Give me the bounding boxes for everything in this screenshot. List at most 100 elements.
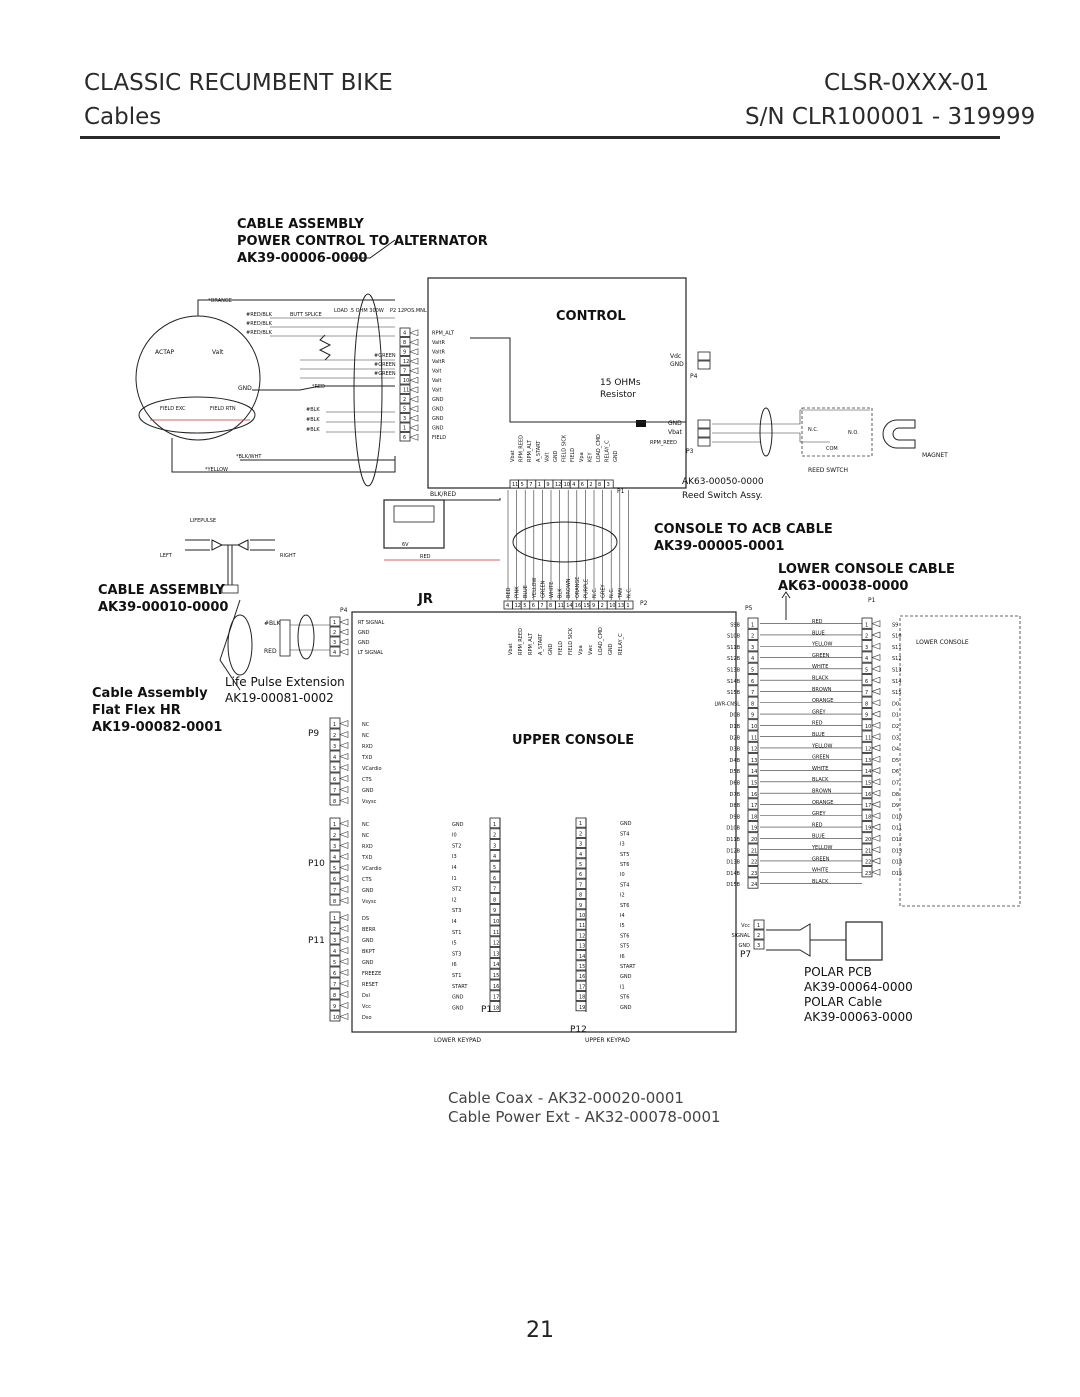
acb-wire-color: WHITE [549,582,555,598]
life-pulse-ext-label: Life Pulse Extension [225,675,345,689]
pin-signal-label: BERR [362,927,376,933]
pin-number: 15 [579,964,585,970]
lower-console-label: LOWER CONSOLE [916,639,969,646]
pin-signal-label: S9B [730,622,740,628]
pin-number: 13 [579,944,585,950]
pin-arrow [339,886,349,893]
acb-wire-color: N.C. [626,587,632,598]
p2-pin-number: 15 [583,603,589,609]
connector-pin [329,839,341,851]
connector-pin [399,327,411,337]
wire-label: #RED/BLK [246,312,273,318]
pin-arrow [339,864,349,871]
connector-pin [329,626,341,637]
connector-pin [329,977,341,989]
connector-pin [747,866,759,878]
reed-switch-label: REED SWTCH [808,467,848,474]
pin-signal-label: D2B [730,735,741,741]
connector-pin [399,403,411,413]
pin-number: 3 [333,744,336,750]
pin-signal-label: S9 [892,622,898,628]
pin-signal-label: D2 [892,724,899,730]
pin-signal-label: D13 [892,848,902,854]
alternator-bundle-c [326,411,395,433]
pin-number: 3 [865,645,868,651]
pin-number: 17 [493,995,499,1001]
p1-pin-number: 3 [607,482,610,488]
pin-number: 12 [751,747,757,753]
pin-number: 3 [333,640,336,646]
reed-part-number: AK63-00050-0000 [682,477,764,487]
lower-wire-color: ORANGE [812,698,833,704]
pin-number: 2 [493,833,496,839]
pin-number: 1 [751,622,754,628]
pin-number: 7 [579,882,582,888]
pin-arrow [871,733,881,741]
pin-number: 12 [403,359,409,365]
pin-arrow [339,628,349,636]
connector-pin [399,413,411,423]
pin-number: 3 [403,416,406,422]
acb-wire-color: TAN [618,588,624,599]
pin-signal-label: D3 [892,735,899,741]
pin-number: 9 [751,713,754,719]
pin-number: 1 [493,822,496,828]
pin-arrow [339,969,349,976]
pin-signal-label: ST2 [452,843,461,849]
pin-number: 16 [751,792,757,798]
connector-pin [329,636,341,647]
connector-pin [329,828,341,840]
polar-cable-label: POLAR Cable [804,995,882,1009]
pin-signal-label: RPM_ALT [432,331,455,337]
wire-label: #GREEN [374,362,396,368]
pin-signal-label: D10 [892,814,902,820]
wire-label: #BLK [306,417,320,423]
lower-wire-color: GREY [812,709,827,715]
lower-wire-color: BLUE [812,630,825,636]
pin-signal-label: S13 [892,668,902,674]
pin-signal-label: S14B [727,679,741,685]
p2-pin-number: 12 [515,603,521,609]
p1-pin-number: 5 [521,482,524,488]
polar-pcb-box [845,921,883,961]
connector-pin [861,843,873,855]
p4-uc-label: P4 [340,607,348,614]
pin-arrow [409,424,419,432]
pin-signal-label: ValtR [432,350,445,356]
lower-wire-color: WHITE [812,868,828,874]
lower-wire-color: BLUE [812,834,825,840]
pin-arrow [339,842,349,849]
pin-arrow [409,357,419,365]
pin-signal-label: Valt [432,378,441,384]
field-exc-label: FIELD EXC [160,406,186,412]
lower-wire-color: RED [812,721,823,727]
pin-signal-label: CTS [362,777,372,783]
uc-signal-label: RELAY_C [618,633,624,655]
pin-arrow [339,875,349,882]
lower-wire-color: WHITE [812,664,828,670]
lower-keypad-label: LOWER KEYPAD [434,1037,481,1044]
pin-signal-label: D5 [892,758,899,764]
pin-number: 3 [751,645,754,651]
pin-number: 2 [403,397,406,403]
right-grip-label: RIGHT [280,553,297,559]
lower-wire-color: GREEN [812,856,830,862]
field-rtn-label: FIELD RTN [210,406,236,412]
pin-number: 19 [751,826,757,832]
connector-pin [861,741,873,753]
connector-pin [399,365,411,375]
pin-signal-label: S15B [727,690,741,696]
pin-signal-label: CTS [362,877,372,883]
connector-pin [747,798,759,810]
pin-arrow [339,958,349,965]
pin-arrow [871,812,881,820]
connector-pin [861,866,873,878]
pin-number: 1 [865,622,868,628]
header-rule [80,136,1000,139]
hr-cable-label: CABLE ASSEMBLY [98,583,225,598]
pin-signal-label: GND [362,938,374,944]
